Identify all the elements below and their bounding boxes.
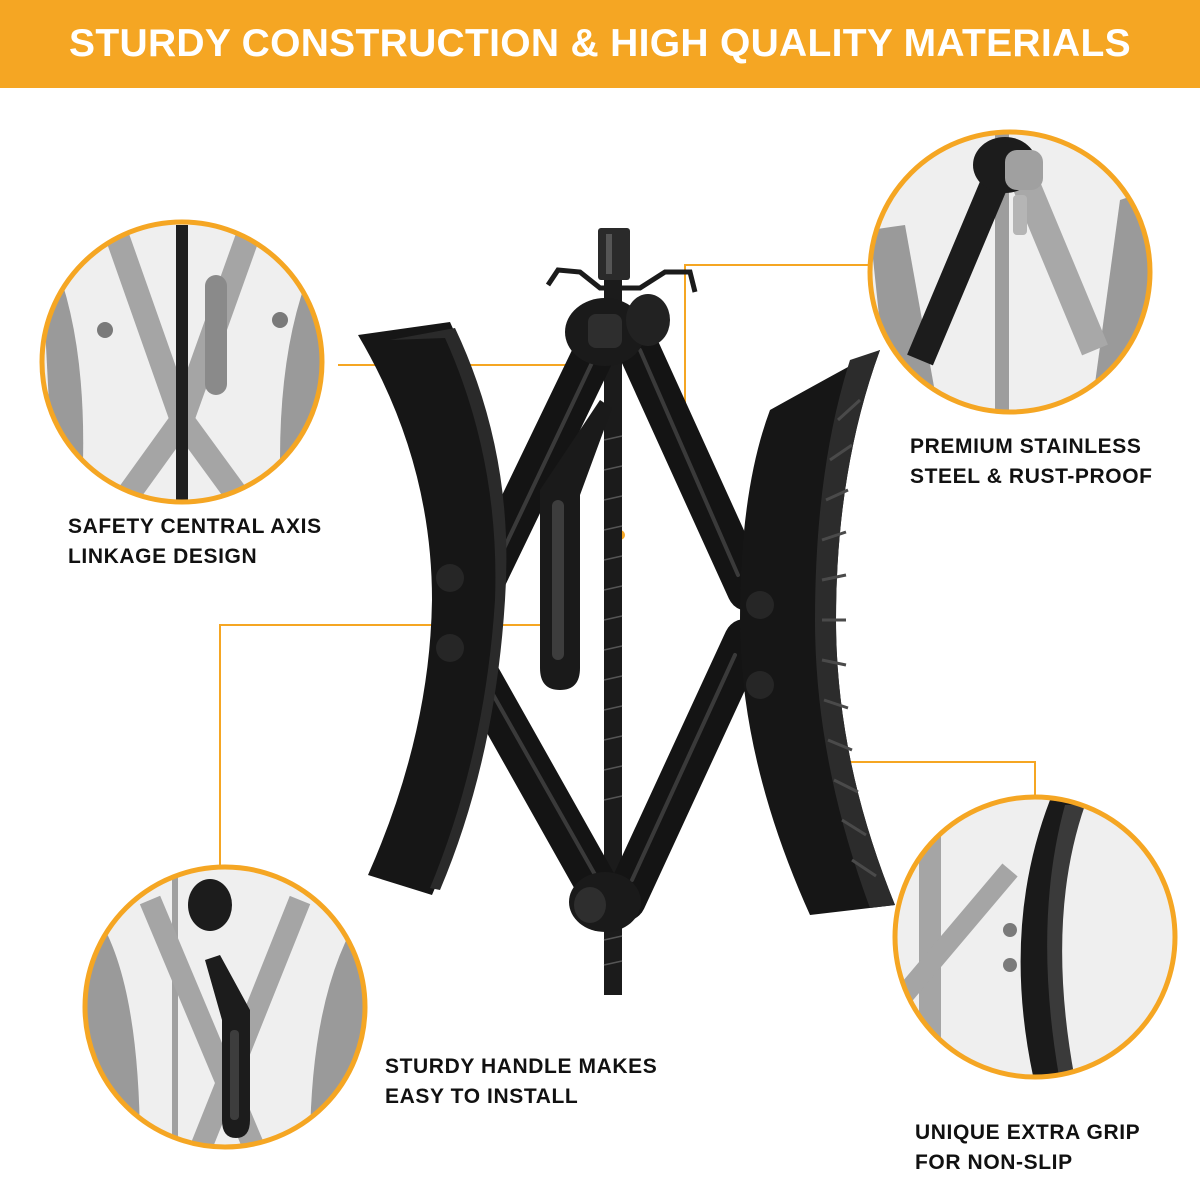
leader-line-stainless [684,264,868,445]
caption-grip: UNIQUE EXTRA GRIP FOR NON-SLIP [915,1118,1140,1178]
center-screw [604,255,622,995]
caption-stainless-line-1: PREMIUM STAINLESS [910,435,1142,458]
detail-circle-handle [82,864,368,1150]
banner-title: STURDY CONSTRUCTION & HIGH QUALITY MATER… [69,22,1131,65]
left-pad [358,322,502,895]
detail-circle-grip [892,794,1178,1080]
caption-grip-line-1: UNIQUE EXTRA GRIP [915,1121,1141,1144]
detail-circle-stainless [867,129,1153,415]
caption-stainless: PREMIUM STAINLESS STEEL & RUST-PROOF [910,432,1153,492]
caption-central-axis-line-2: LINKAGE DESIGN [68,545,258,568]
caption-handle: STURDY HANDLE MAKES EASY TO INSTALL [385,1052,657,1112]
caption-handle-line-1: STURDY HANDLE MAKES [385,1055,658,1078]
hex-nut [598,228,630,280]
wheel-chock [358,228,895,995]
leader-line-grip [832,761,1036,800]
caption-handle-line-2: EASY TO INSTALL [385,1085,579,1108]
caption-central-axis: SAFETY CENTRAL AXIS LINKAGE DESIGN [68,512,322,572]
caption-grip-line-2: FOR NON-SLIP [915,1151,1073,1174]
detail-circle-central-axis [39,219,325,505]
grip-ridges [821,398,877,878]
caption-central-axis-line-1: SAFETY CENTRAL AXIS [68,515,322,538]
caption-stainless-line-2: STEEL & RUST-PROOF [910,465,1153,488]
header-banner: STURDY CONSTRUCTION & HIGH QUALITY MATER… [0,0,1200,88]
